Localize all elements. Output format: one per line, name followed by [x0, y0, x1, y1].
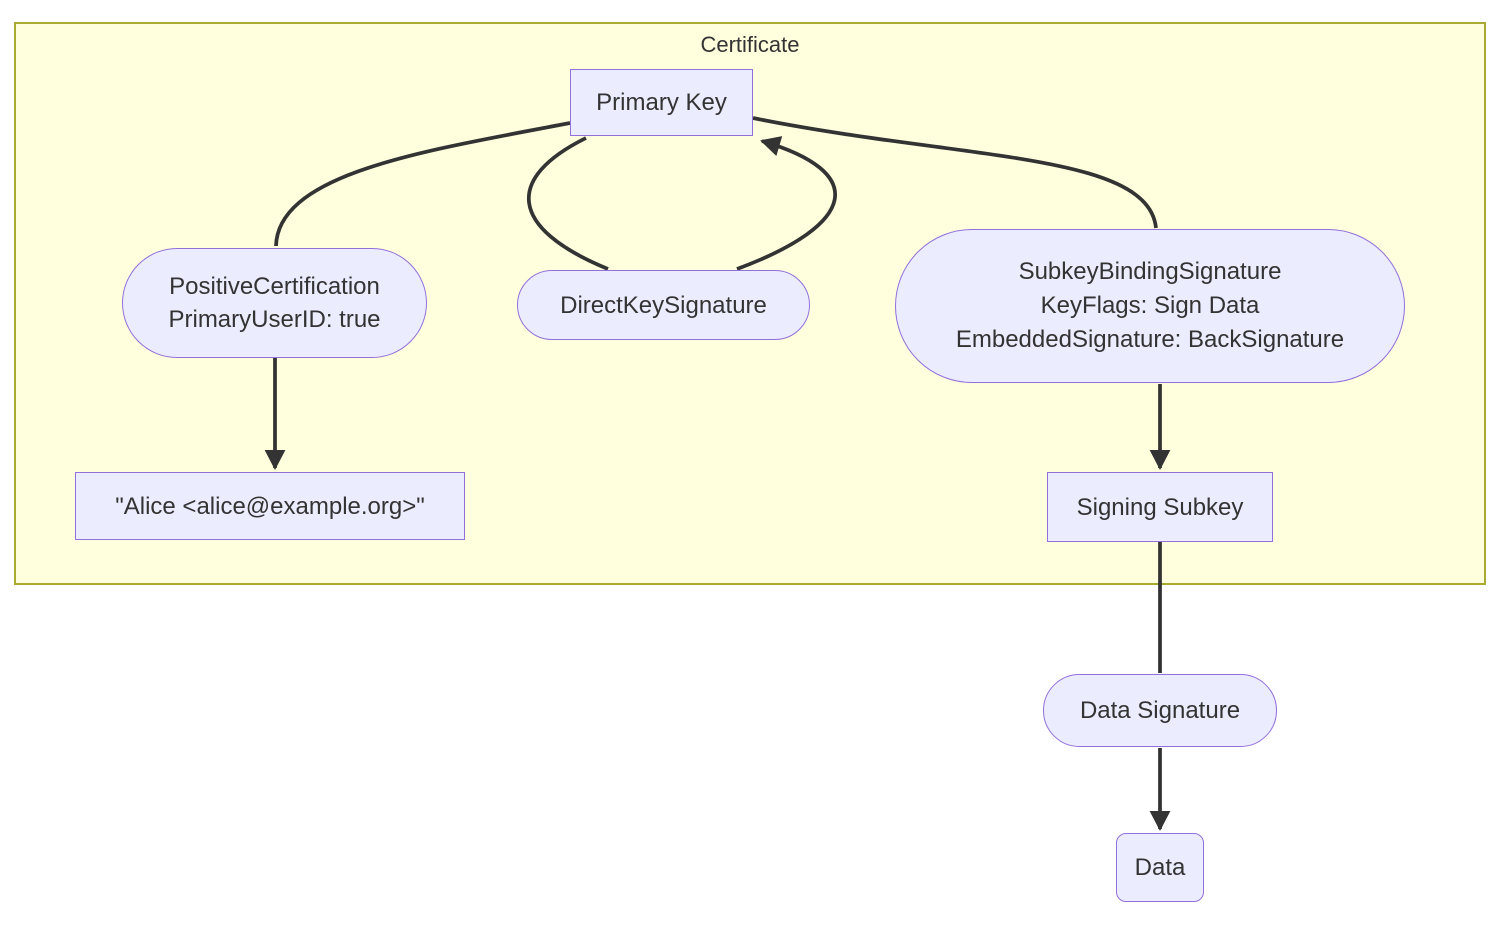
node-signing-subkey: Signing Subkey [1047, 472, 1273, 542]
node-positive-certification-line1: PositiveCertification [169, 273, 380, 300]
node-data-signature-label: Data Signature [1079, 697, 1241, 724]
node-positive-certification: PositiveCertification PrimaryUserID: tru… [122, 248, 427, 358]
certificate-cluster-title: Certificate [700, 32, 800, 57]
node-primary-key: Primary Key [570, 69, 753, 136]
node-subkey-binding-signature: SubkeyBindingSignature KeyFlags: Sign Da… [895, 229, 1405, 383]
node-data: Data [1116, 833, 1204, 902]
node-primary-key-label: Primary Key [596, 89, 727, 116]
node-direct-key-signature-label: DirectKeySignature [560, 291, 767, 319]
node-user-id-label: "Alice <alice@example.org>" [115, 492, 425, 520]
node-user-id: "Alice <alice@example.org>" [75, 472, 465, 540]
node-positive-certification-line2: PrimaryUserID: true [168, 306, 381, 333]
node-data-signature: Data Signature [1043, 674, 1277, 747]
node-subkey-binding-signature-line2: KeyFlags: Sign Data [1040, 292, 1260, 319]
edge-primary-key-to-direct-key-signature [527, 136, 609, 271]
node-signing-subkey-label: Signing Subkey [1076, 493, 1244, 521]
node-direct-key-signature: DirectKeySignature [517, 270, 810, 340]
node-subkey-binding-signature-line1: SubkeyBindingSignature [1018, 258, 1282, 285]
edge-direct-key-signature-to-primary-key [736, 136, 837, 271]
edge-primary-key-to-subkey-binding-signature [752, 116, 1158, 229]
edge-primary-key-to-positive-certification [274, 121, 571, 247]
node-subkey-binding-signature-line3: EmbeddedSignature: BackSignature [955, 326, 1345, 353]
node-data-label: Data [1134, 854, 1186, 881]
